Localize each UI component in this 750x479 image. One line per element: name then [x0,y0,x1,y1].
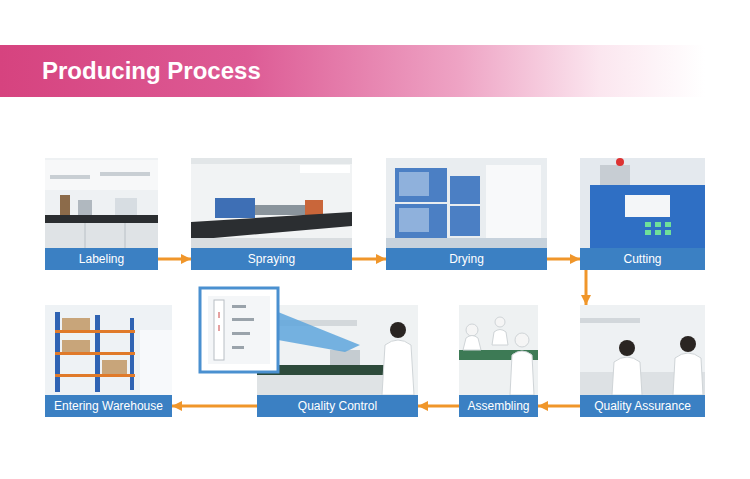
process-step: Quality Control [257,305,418,417]
process-step: Quality Assurance [580,305,705,417]
title-text: Producing Process [42,57,261,85]
process-step: Spraying [191,158,352,270]
step-label: Quality Control [298,399,377,413]
assembling-photo [459,305,538,395]
step-label: Drying [449,252,484,266]
process-step: Entering Warehouse [45,305,172,417]
caption-bar: Drying [386,248,547,270]
flow-arrow [585,270,588,305]
caption-bar: Spraying [191,248,352,270]
test-strip-inset [200,288,360,372]
process-step: Labeling [45,158,158,270]
step-label: Assembling [467,399,529,413]
process-step: Cutting [580,158,705,270]
flow-arrow [352,258,386,261]
caption-bar: Entering Warehouse [45,395,172,417]
step-label: Quality Assurance [594,399,691,413]
flow-arrow [547,258,580,261]
step-label: Entering Warehouse [54,399,163,413]
flow-arrow [158,258,191,261]
cutting-photo [580,158,705,248]
caption-bar: Quality Control [257,395,418,417]
caption-bar: Assembling [459,395,538,417]
title-banner: Producing Process [0,45,705,97]
step-label: Spraying [248,252,295,266]
flow-arrow [538,405,580,408]
quality-assurance-photo [580,305,705,395]
step-label: Cutting [623,252,661,266]
caption-bar: Labeling [45,248,158,270]
warehouse-photo [45,305,172,395]
spraying-photo [191,158,352,248]
quality-control-photo [257,305,418,395]
flow-arrow [418,405,459,408]
caption-bar: Quality Assurance [580,395,705,417]
caption-bar: Cutting [580,248,705,270]
step-label: Labeling [79,252,124,266]
labeling-photo [45,158,158,248]
process-step: Assembling [459,305,538,417]
flow-arrow [172,405,257,408]
process-step: Drying [386,158,547,270]
drying-photo [386,158,547,248]
